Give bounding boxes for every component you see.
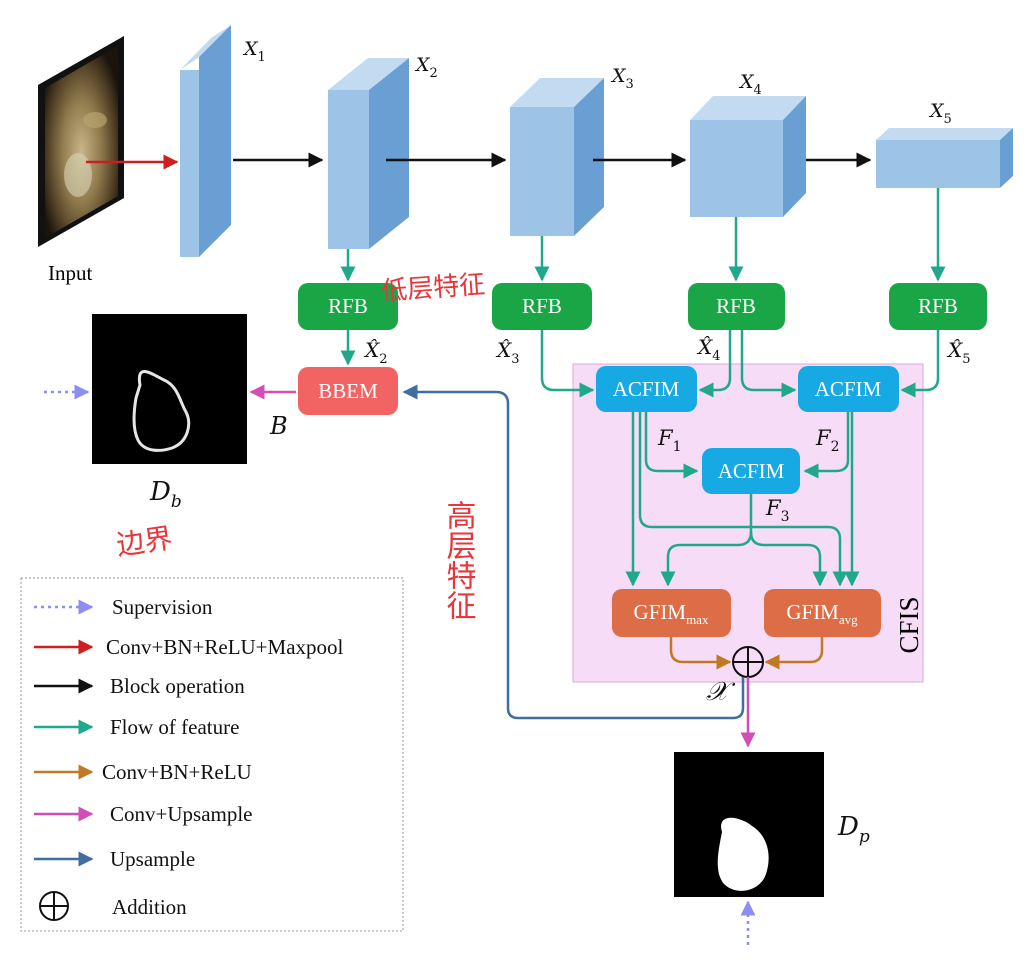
rfb-box-2: RFB — [298, 283, 398, 330]
legend-label: Addition — [112, 895, 187, 919]
prediction-map-image — [674, 752, 824, 897]
gfim-max-box: GFIMmax — [612, 589, 731, 637]
flow-acfim2-acfim3 — [803, 412, 850, 479]
svg-text:GFIMavg: GFIMavg — [786, 600, 858, 627]
rfb-box-3: RFB — [492, 283, 592, 330]
acfim-box-3: ACFIM — [702, 448, 800, 494]
bbem-box: BBEM — [298, 367, 398, 415]
legend-label: Block operation — [110, 674, 245, 698]
label-f2: F2 — [815, 426, 840, 455]
legend-label: Conv+BN+ReLU+Maxpool — [106, 635, 344, 659]
gfim-avg-box: GFIMavg — [764, 589, 881, 637]
handwritten-high-level: 高层特征 — [441, 500, 477, 620]
flow-gfimmax-add — [669, 637, 732, 670]
label-f3: F3 — [765, 496, 790, 525]
label-f1: F1 — [657, 426, 682, 455]
legend-label: Conv+BN+ReLU — [102, 760, 252, 784]
flow-f3-gfimavg — [749, 531, 828, 587]
label-x1: X1 — [242, 38, 266, 65]
label-x3: X3 — [610, 65, 634, 92]
boundary-map-image — [92, 314, 247, 464]
acfim-box-1: ACFIM — [596, 366, 697, 412]
label-xhat3: X̂3 — [495, 338, 520, 367]
flow-rfb4-acfim2 — [740, 330, 797, 398]
legend-label: Flow of feature — [110, 715, 239, 739]
svg-text:RFB: RFB — [522, 294, 562, 318]
cfis-label: CFIS — [894, 596, 924, 653]
svg-text:GFIMmax: GFIMmax — [634, 600, 709, 627]
svg-text:ACFIM: ACFIM — [613, 377, 680, 401]
input-image — [38, 36, 124, 247]
flow-gfimavg-add — [764, 637, 824, 670]
label-xhat4: X̂4 — [696, 335, 721, 364]
legend-addition-icon — [39, 891, 69, 921]
rfb-box-4: RFB — [688, 283, 785, 330]
input-label: Input — [48, 261, 92, 285]
label-xhat2: X̂2 — [363, 338, 388, 367]
svg-text:RFB: RFB — [918, 294, 958, 318]
label-x5: X5 — [928, 100, 952, 127]
label-x2: X2 — [414, 54, 438, 81]
block-x5 — [876, 128, 1013, 188]
legend-label: Conv+Upsample — [110, 802, 253, 826]
legend-label: Upsample — [110, 847, 195, 871]
svg-text:ACFIM: ACFIM — [718, 459, 785, 483]
flow-rfb5-acfim2 — [900, 330, 940, 398]
label-x4: X4 — [738, 71, 762, 98]
svg-text:RFB: RFB — [328, 294, 368, 318]
addition-icon — [732, 646, 764, 678]
handwritten-boundary: 边界 — [114, 521, 174, 561]
block-x2 — [328, 58, 409, 249]
handwritten-low-level: 低层特征 — [380, 270, 486, 307]
flow-rfb3-acfim1 — [540, 330, 595, 398]
rfb-box-5: RFB — [889, 283, 987, 330]
upsample-to-bbem — [402, 384, 745, 720]
flow-rfb4-acfim1 — [698, 330, 732, 398]
flow-f1-gfimavg — [638, 412, 848, 587]
dp-label: Dp — [837, 812, 870, 847]
b-label: B — [269, 412, 288, 440]
label-xhat5: X̂5 — [946, 338, 971, 367]
svg-text:ACFIM: ACFIM — [815, 377, 882, 401]
acfim-box-2: ACFIM — [798, 366, 899, 412]
svg-text:RFB: RFB — [716, 294, 756, 318]
legend: Supervision Conv+BN+ReLU+Maxpool Block o… — [20, 577, 404, 932]
block-x4 — [690, 96, 806, 217]
block-x3 — [510, 78, 604, 236]
flow-acfim1-acfim3 — [644, 412, 699, 479]
legend-label: Supervision — [112, 595, 213, 619]
db-label: Db — [149, 477, 182, 512]
flow-f3-gfimmax — [660, 494, 753, 587]
block-x1 — [180, 25, 231, 257]
svg-text:BBEM: BBEM — [318, 379, 378, 403]
